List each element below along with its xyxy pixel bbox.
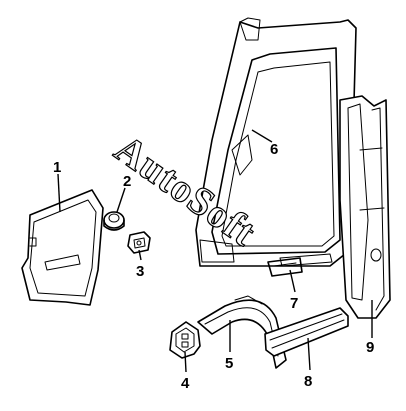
- callout-labels: 1 2 3 4 5 6 7 8 9: [53, 141, 374, 392]
- part-9-rear-pillar: [339, 95, 391, 319]
- callout-8: 8: [304, 373, 312, 390]
- callout-9: 9: [366, 339, 374, 356]
- part-4-gusset: [169, 321, 201, 359]
- callout-5: 5: [225, 355, 233, 372]
- callout-1: 1: [53, 159, 61, 176]
- part-6-door-frame: [195, 17, 357, 267]
- callout-4: 4: [181, 375, 190, 392]
- part-7-sill-strip: [267, 257, 303, 277]
- leader-lines: [57, 129, 373, 373]
- callout-3: 3: [136, 263, 144, 280]
- part-5-wheel-arch: [197, 295, 287, 369]
- part-1-quarter-panel: [21, 189, 104, 306]
- part-2-grommet: [103, 211, 125, 231]
- callout-7: 7: [290, 295, 298, 312]
- part-8-rocker-panel: [264, 307, 349, 357]
- callout-6: 6: [270, 141, 278, 158]
- part-3-bracket: [127, 231, 151, 254]
- callout-2: 2: [123, 173, 131, 190]
